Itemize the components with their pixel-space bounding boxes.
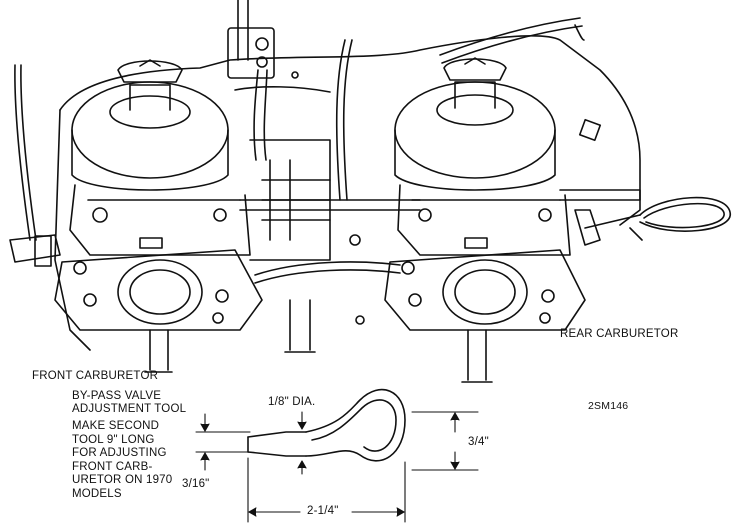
tool-title-line: ADJUSTMENT TOOL bbox=[72, 403, 187, 415]
tool-note: MAKE SECOND TOOL 9" LONG FOR ADJUSTING F… bbox=[72, 420, 172, 501]
tool-note-line: MAKE SECOND bbox=[72, 420, 160, 432]
tool-note-line: MODELS bbox=[72, 487, 122, 500]
vacuum-hoses bbox=[14, 17, 585, 241]
tip-dimension: 3/16" bbox=[182, 478, 210, 490]
tool-title: BY-PASS VALVE ADJUSTMENT TOOL bbox=[72, 390, 186, 416]
throttle-shaft bbox=[239, 199, 421, 325]
rear-carburetor-label: REAR CARBURETOR bbox=[560, 328, 679, 340]
wire-diameter-dimension: 1/8" DIA. bbox=[268, 396, 316, 408]
dimension-lines bbox=[195, 411, 479, 523]
rear-carburetor bbox=[384, 57, 641, 383]
tool-note-line: TOOL 9" LONG bbox=[72, 433, 155, 446]
height-dimension: 3/4" bbox=[468, 436, 489, 448]
figure-code: 2SM146 bbox=[588, 400, 629, 412]
front-carburetor-label: FRONT CARBURETOR bbox=[32, 370, 159, 382]
tool-title-line: BY-PASS VALVE bbox=[72, 390, 162, 402]
front-carburetor bbox=[9, 59, 316, 373]
installed-tool bbox=[584, 196, 731, 241]
length-dimension: 2-1/4" bbox=[307, 505, 339, 517]
throttle-linkage bbox=[227, 0, 299, 161]
tool-note-line: FOR ADJUSTING bbox=[72, 447, 167, 459]
tool-note-line: FRONT CARB- bbox=[72, 460, 153, 473]
tool-detail bbox=[247, 388, 406, 462]
tool-note-line: URETOR ON 1970 bbox=[72, 474, 173, 486]
